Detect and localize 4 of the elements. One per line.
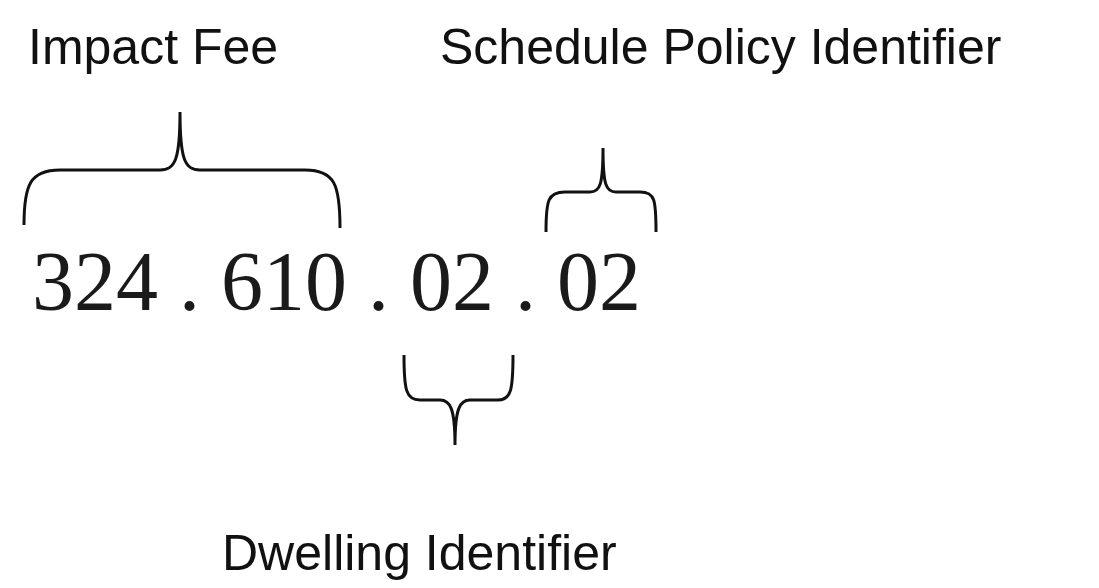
- code-number: 324 . 610 . 02 . 02: [32, 240, 641, 324]
- caption-label: Dwelling Identifier: [222, 528, 617, 578]
- caption-label: Impact Fee: [28, 22, 279, 72]
- caption-label: Schedule Policy Identifier: [440, 22, 1002, 72]
